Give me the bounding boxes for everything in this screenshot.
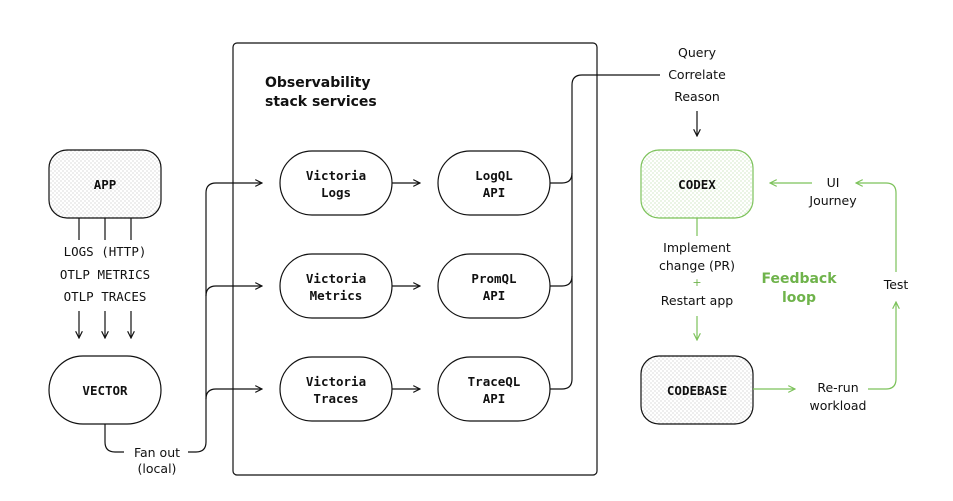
victoria-metrics-node <box>279 253 393 319</box>
victoria-traces-label-2: Traces <box>313 391 358 406</box>
feedback-label-1: Feedback <box>761 271 837 287</box>
fanout-branch-traces <box>205 389 262 400</box>
vector-label: VECTOR <box>82 383 128 398</box>
traceql-label-1: TraceQL <box>468 374 521 389</box>
implement-label-2: change (PR) <box>659 258 735 273</box>
vector-fanout-line <box>104 424 124 453</box>
app-label: APP <box>94 177 117 192</box>
query-label: Query <box>678 45 717 60</box>
codebase-node <box>640 355 754 425</box>
signal-logs: LOGS (HTTP) <box>64 244 147 259</box>
logql-label-1: LogQL <box>475 168 513 183</box>
victoria-logs-label-2: Logs <box>321 185 351 200</box>
logql-api-node <box>437 150 551 216</box>
victoria-traces-node <box>279 356 393 422</box>
ui-journey-label-2: Journey <box>808 193 857 208</box>
promql-api-node <box>437 253 551 319</box>
test-to-journey-line <box>856 183 897 272</box>
stack-title-line-1: Observability <box>265 75 370 91</box>
signal-arrows <box>79 311 131 338</box>
correlate-label: Correlate <box>668 67 726 82</box>
app-signal-lines <box>78 218 132 240</box>
logql-label-2: API <box>483 185 506 200</box>
codex-label: CODEX <box>678 177 716 192</box>
rerun-label-2: workload <box>810 398 867 413</box>
restart-label: Restart app <box>661 293 733 308</box>
feedback-label-2: loop <box>782 290 816 306</box>
victoria-metrics-label-2: Metrics <box>310 288 363 303</box>
implement-label-1: Implement <box>663 240 731 255</box>
victoria-traces-label-1: Victoria <box>306 374 366 389</box>
fan-out-label-line-1: Fan out <box>134 445 180 460</box>
stack-title-line-2: stack services <box>265 94 377 110</box>
api-merge-line <box>550 74 660 390</box>
implement-plus: + <box>692 276 701 289</box>
promql-out <box>550 275 573 287</box>
signal-metrics: OTLP METRICS <box>60 267 150 282</box>
test-label: Test <box>883 277 909 292</box>
victoria-metrics-label-1: Victoria <box>306 271 366 286</box>
codebase-label: CODEBASE <box>667 383 727 398</box>
ui-journey-label-1: UI <box>827 175 840 190</box>
rerun-label-1: Re-run <box>817 380 858 395</box>
victoria-logs-label-1: Victoria <box>306 168 366 183</box>
promql-label-2: API <box>483 288 506 303</box>
rerun-to-test-line <box>868 302 896 390</box>
signal-traces: OTLP TRACES <box>64 289 147 304</box>
traceql-api-node <box>437 356 551 422</box>
reason-label: Reason <box>674 89 720 104</box>
promql-label-1: PromQL <box>471 271 517 286</box>
traceql-label-2: API <box>483 391 506 406</box>
fanout-branch-metrics <box>205 286 262 297</box>
fan-out-label-line-2: (local) <box>138 461 177 476</box>
logql-out <box>550 172 573 184</box>
fanout-vertical <box>188 183 262 453</box>
victoria-logs-node <box>279 150 393 216</box>
